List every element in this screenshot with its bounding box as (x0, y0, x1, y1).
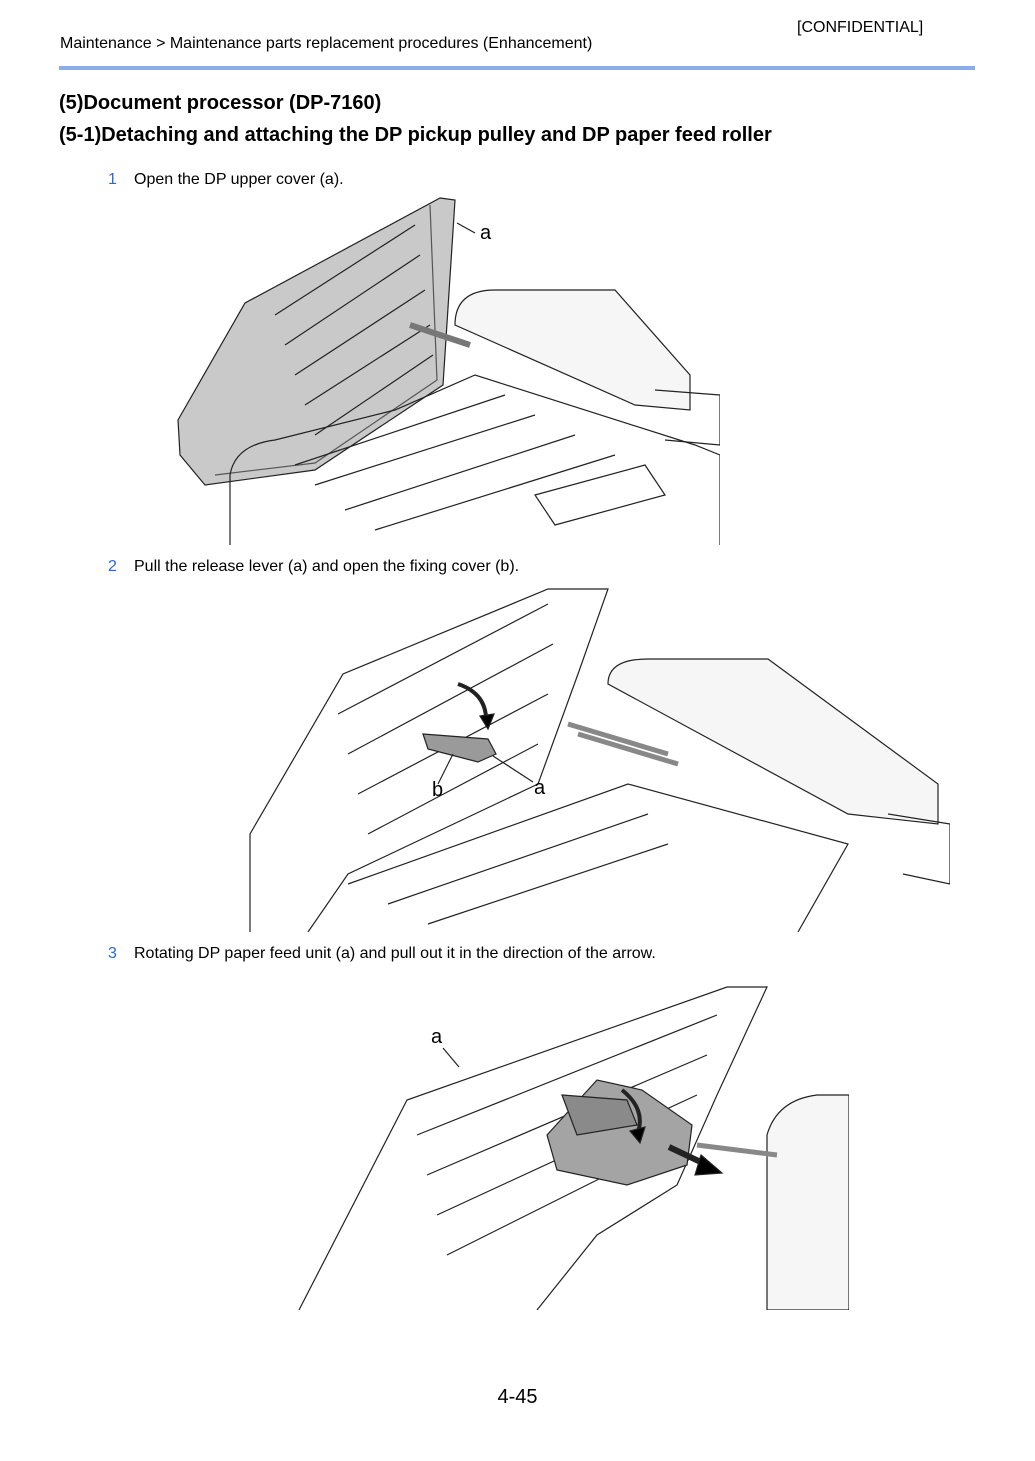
figure-open-upper-cover: a (175, 195, 720, 545)
section-title: (5)Document processor (DP-7160) (59, 92, 382, 114)
callout-a: a (480, 222, 492, 244)
section-subtitle: (5-1)Detaching and attaching the DP pick… (59, 124, 772, 146)
step-2: 2 Pull the release lever (a) and open th… (108, 558, 519, 576)
step-3: 3 Rotating DP paper feed unit (a) and pu… (108, 945, 656, 963)
page-number: 4-45 (497, 1386, 538, 1408)
illustration-release-lever: b a (249, 588, 950, 932)
step-number: 1 (108, 171, 117, 188)
step-number: 3 (108, 945, 117, 962)
header-divider (59, 66, 975, 70)
step-text: Open the DP upper cover (a). (134, 171, 344, 188)
step-number: 2 (108, 558, 117, 575)
callout-a: a (534, 777, 546, 799)
breadcrumb: Maintenance > Maintenance parts replacem… (60, 35, 593, 52)
step-1: 1 Open the DP upper cover (a). (108, 171, 344, 189)
confidential-label: [CONFIDENTIAL] (797, 19, 924, 36)
figure-paper-feed-unit: a (297, 985, 849, 1310)
illustration-open-upper-cover: a (177, 197, 720, 545)
callout-b: b (432, 779, 443, 801)
step-text: Rotating DP paper feed unit (a) and pull… (134, 945, 656, 962)
illustration-paper-feed-unit: a (298, 986, 849, 1310)
step-text: Pull the release lever (a) and open the … (134, 558, 520, 575)
callout-a: a (431, 1026, 443, 1048)
figure-release-lever: b a (248, 584, 950, 932)
